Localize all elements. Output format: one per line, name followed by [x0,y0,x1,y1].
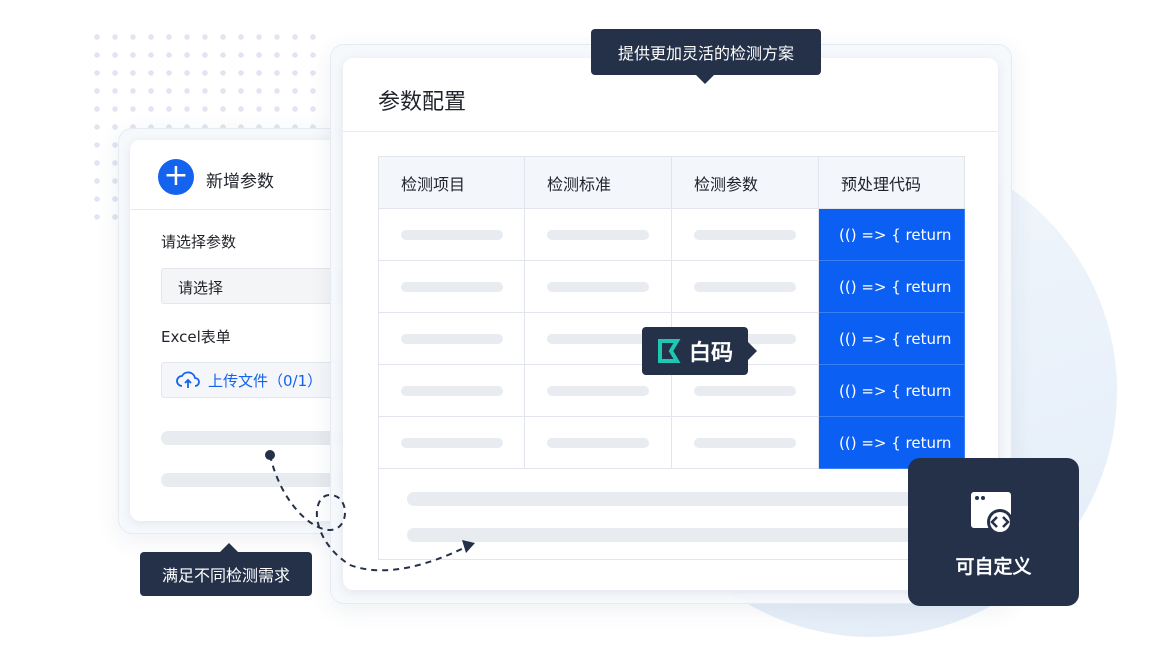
plus-icon[interactable]: + [158,159,194,195]
code-cell[interactable]: (() => { return [818,364,965,417]
brand-badge: 白码 [642,327,748,375]
tooltip-text: 提供更加灵活的检测方案 [617,44,794,63]
code-cell: (() => { return [839,277,952,296]
table-row[interactable]: (() => { return [378,208,965,261]
upload-label: 上传文件（0/1） [208,371,323,390]
tooltip-top: 提供更加灵活的检测方案 [591,29,821,75]
param-select[interactable]: 请选择 [161,268,345,304]
code-cell: (() => { return [839,433,952,452]
add-param-card: + 新增参数 请选择参数 请选择 Excel表单 上传文件（0/1） [130,140,345,521]
col-header: 检测参数 [671,156,819,209]
param-label: 请选择参数 [161,233,237,251]
customizable-box: 可自定义 [908,458,1079,606]
code-cell[interactable]: (() => { return [818,312,965,365]
tooltip-bottom: 满足不同检测需求 [140,552,312,596]
page-title: 参数配置 [378,90,467,115]
placeholder-bar [161,473,345,487]
custom-label: 可自定义 [955,556,1032,578]
col-header: 检测标准 [524,156,672,209]
placeholder-bar [161,431,345,445]
code-cell: (() => { return [839,329,952,348]
divider [343,131,998,132]
divider [130,209,345,210]
brand-name: 白码 [688,341,733,366]
col-header: 检测项目 [378,156,525,209]
dashed-arrow-connector [265,450,475,572]
upload-button[interactable]: 上传文件（0/1） [161,362,345,398]
col-header: 预处理代码 [818,156,965,209]
excel-label: Excel表单 [161,328,231,346]
code-cell[interactable]: (() => { return [818,260,965,313]
table-footer [378,468,965,560]
brand-logo-icon [657,339,681,363]
code-cell[interactable]: (() => { return [818,208,965,261]
code-window-icon [971,492,1013,534]
cloud-upload-icon [176,371,200,388]
tooltip-arrow [696,75,714,84]
code-cell: (() => { return [839,225,952,244]
table-header: 检测项目 检测标准 检测参数 预处理代码 [378,156,965,209]
param-table: 检测项目 检测标准 检测参数 预处理代码 (() => { return (()… [378,156,965,469]
card-title: 新增参数 [206,172,274,192]
table-row[interactable]: (() => { return [378,416,965,469]
tooltip-text: 满足不同检测需求 [161,566,290,585]
table-row[interactable]: (() => { return [378,260,965,313]
tooltip-arrow [220,543,238,552]
badge-arrow [748,342,757,360]
code-cell: (() => { return [839,381,952,400]
